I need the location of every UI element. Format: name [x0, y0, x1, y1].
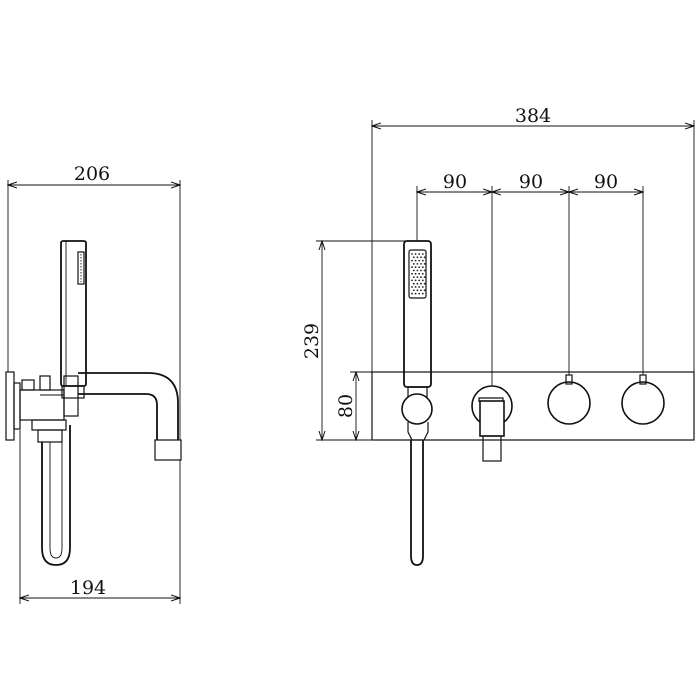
hose-front	[410, 440, 424, 566]
side-view: 206	[5, 163, 182, 604]
spray-hole	[418, 272, 421, 275]
spray-hole	[412, 256, 415, 259]
spray-hole	[423, 263, 426, 265]
spray-hole	[421, 266, 424, 269]
dimension-front-height: 239	[301, 241, 408, 440]
handshower-side	[60, 240, 87, 399]
hose-side	[41, 425, 71, 566]
spray-hole	[414, 292, 417, 295]
spray-hole	[418, 292, 421, 295]
spray-hole	[420, 276, 422, 278]
spray-hole	[411, 266, 413, 269]
spray-hole	[411, 272, 413, 275]
dimension-label-384: 384	[515, 105, 551, 127]
control-knob-1	[547, 374, 591, 425]
spray-hole	[418, 266, 421, 269]
spray-hole	[420, 289, 422, 292]
wall-plate	[5, 371, 15, 441]
wall-plate-inner	[13, 382, 21, 430]
spout-front	[471, 383, 513, 462]
spray-hole	[414, 259, 417, 262]
spray-hole	[414, 286, 417, 288]
dimension-front-plate: 80	[335, 372, 372, 440]
spray-hole	[421, 272, 424, 275]
spray-hole	[414, 253, 417, 255]
spray-hole	[414, 272, 417, 275]
dimension-side-top: 206	[8, 163, 180, 440]
spray-hole	[416, 263, 419, 265]
dimension-front-spacing: 90 90 90	[417, 171, 643, 383]
dimension-label-90-c: 90	[594, 171, 618, 193]
spray-hole	[420, 263, 422, 265]
dimension-label-194: 194	[70, 577, 106, 599]
dimension-label-90-b: 90	[519, 171, 543, 193]
dimension-side-bottom: 194	[20, 430, 180, 604]
spray-hole	[418, 253, 421, 255]
spray-hole	[420, 269, 422, 272]
dimension-label-80: 80	[335, 394, 357, 418]
spray-hole	[411, 259, 413, 262]
spray-hole	[416, 289, 419, 292]
spray-hole	[420, 256, 422, 259]
dimension-label-90-a: 90	[443, 171, 467, 193]
spray-hole	[412, 282, 415, 285]
handshower-front	[403, 240, 432, 398]
holder-knob	[401, 393, 433, 441]
spray-holes	[411, 253, 426, 295]
spray-hole	[423, 256, 426, 259]
spray-hole	[418, 279, 421, 282]
spray-hole	[414, 279, 417, 282]
spray-hole	[423, 276, 426, 278]
spray-hole	[411, 279, 413, 282]
spray-hole	[414, 266, 417, 269]
spray-hole	[411, 292, 413, 295]
spray-hole	[416, 256, 419, 259]
spray-hole	[418, 286, 421, 288]
spray-hole	[423, 289, 426, 292]
spray-hole	[423, 269, 426, 272]
spray-hole	[416, 282, 419, 285]
spray-hole	[420, 282, 422, 285]
spray-hole	[421, 279, 424, 282]
front-wall-plate	[371, 371, 695, 441]
dimension-label-206: 206	[74, 163, 110, 185]
spray-hole	[421, 292, 424, 295]
spray-hole	[412, 269, 415, 272]
spray-hole	[412, 289, 415, 292]
spray-hole	[421, 253, 424, 255]
spray-hole	[412, 263, 415, 265]
dimension-label-239: 239	[301, 323, 323, 359]
spray-hole	[411, 286, 413, 288]
dimension-front-total: 384	[372, 105, 694, 372]
spray-hole	[416, 276, 419, 278]
spout-side	[78, 372, 182, 461]
front-view: 384 90 90 90 239 80	[301, 105, 695, 566]
spray-hole	[423, 282, 426, 285]
control-knob-2	[621, 374, 665, 425]
spray-hole	[421, 286, 424, 288]
spray-hole	[416, 269, 419, 272]
spray-hole	[412, 276, 415, 278]
spray-hole	[421, 259, 424, 262]
spray-hole	[411, 253, 413, 255]
spray-hole	[418, 259, 421, 262]
